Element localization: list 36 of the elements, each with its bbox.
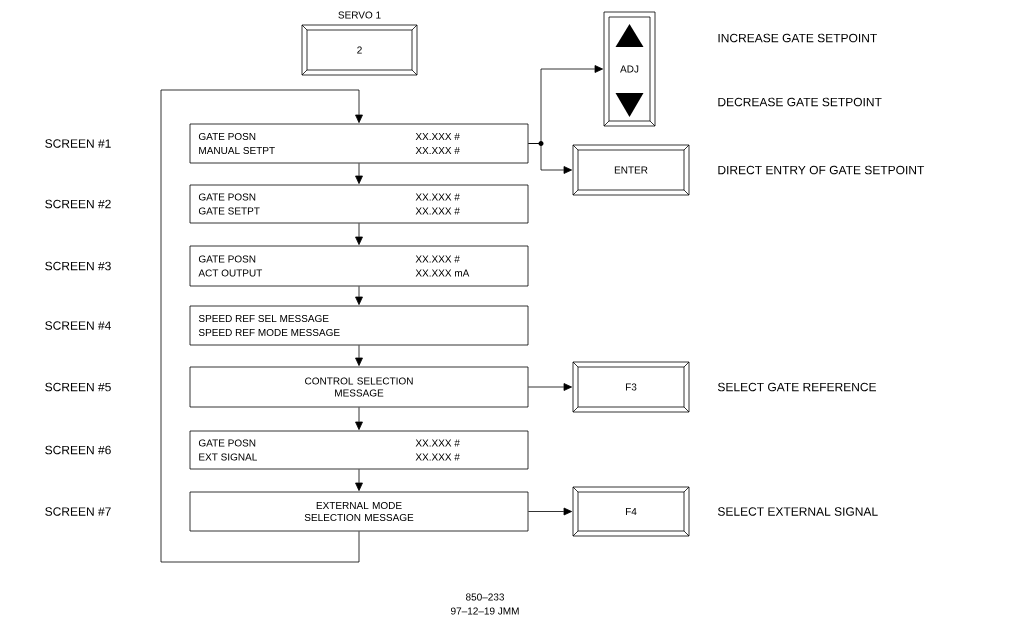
drawing-number: 850–233 bbox=[466, 593, 505, 601]
screen-label: SCREEN #7 bbox=[45, 507, 111, 516]
servo-display: 2 bbox=[301, 24, 418, 76]
key-description: SELECT GATE REFERENCE bbox=[717, 382, 876, 392]
display-screen: GATE POSN XX.XXX # GATE SETPT XX.XXX # bbox=[189, 184, 529, 224]
display-screen: SPEED REF SEL MESSAGE SPEED REF MODE MESSAGE bbox=[189, 305, 529, 346]
display-screen: CONTROL SELECTION MESSAGE bbox=[189, 366, 529, 408]
screen-label: SCREEN #3 bbox=[45, 261, 111, 271]
arrow bbox=[355, 469, 363, 491]
arrow bbox=[355, 286, 363, 305]
key-button: ENTER bbox=[572, 144, 690, 196]
arrow bbox=[528, 143, 573, 174]
display-screen: GATE POSN XX.XXX # EXT SIGNAL XX.XXX # bbox=[189, 430, 529, 470]
key-button: F4 bbox=[572, 486, 690, 537]
display-heading: SERVO 1 bbox=[338, 11, 381, 19]
key-description: DECREASE GATE SETPOINT bbox=[718, 97, 882, 107]
key-description: DIRECT ENTRY OF GATE SETPOINT bbox=[718, 165, 925, 175]
arrow bbox=[528, 507, 573, 516]
arrow bbox=[355, 407, 363, 430]
screen-label: SCREEN #2 bbox=[45, 199, 111, 209]
screen-label: SCREEN #5 bbox=[45, 382, 111, 392]
drawing-number: 97–12–19 JMM bbox=[451, 607, 519, 615]
screen-label: SCREEN #6 bbox=[45, 445, 111, 455]
display-screen: EXTERNAL MODE SELECTION MESSAGE bbox=[189, 491, 529, 532]
arrow bbox=[355, 163, 363, 184]
screen-label: SCREEN #1 bbox=[45, 139, 111, 148]
key-description: SELECT EXTERNAL SIGNAL bbox=[717, 507, 878, 516]
adjust-key: ADJ bbox=[603, 11, 656, 127]
display-screen: GATE POSN XX.XXX # MANUAL SETPT XX.XXX # bbox=[189, 123, 529, 164]
key-description: INCREASE GATE SETPOINT bbox=[718, 33, 877, 43]
key-button: F3 bbox=[572, 361, 690, 413]
arrow bbox=[355, 345, 363, 366]
screen-label: SCREEN #4 bbox=[45, 321, 111, 330]
arrow bbox=[528, 383, 573, 391]
arrow bbox=[355, 223, 363, 245]
display-screen: GATE POSN XX.XXX # ACT OUTPUT XX.XXX mA bbox=[189, 245, 529, 287]
